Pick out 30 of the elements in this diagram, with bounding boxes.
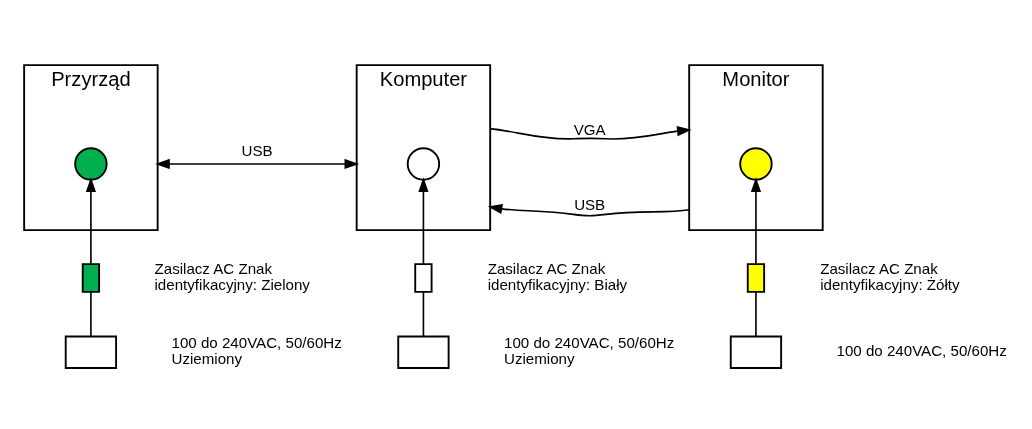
- node-circle: [74, 146, 108, 181]
- connector: [90, 290, 92, 337]
- arrow: [85, 176, 97, 265]
- node-label: 100 do 240VAC, 50/60Hz Uziemiony: [504, 333, 675, 367]
- node-box: [397, 335, 450, 369]
- node-label: Zasilacz AC Znak identyfikacyjny: Zielony: [154, 259, 310, 293]
- arrow: [489, 125, 692, 140]
- node-box: [746, 262, 766, 293]
- arrow: [487, 203, 690, 217]
- arrow: [155, 158, 360, 169]
- node-box: [81, 262, 101, 293]
- node-label: 100 do 240VAC, 50/60Hz: [836, 341, 1007, 359]
- connector: [755, 290, 757, 337]
- cluster: Komputer: [355, 63, 492, 231]
- edge-label: VGA: [573, 120, 606, 138]
- node-circle: [739, 146, 773, 181]
- node-box: [64, 335, 118, 369]
- edge-label: USB: [241, 141, 273, 159]
- arrow: [418, 176, 429, 265]
- node-label: 100 do 240VAC, 50/60Hz Uziemiony: [171, 333, 342, 367]
- cluster: Monitor: [688, 63, 824, 231]
- node-circle: [406, 146, 441, 181]
- node-label: Zasilacz AC Znak identyfikacyjny: Biały: [487, 259, 628, 293]
- arrow: [750, 176, 762, 265]
- connector: [422, 290, 425, 337]
- cluster: Przyrząd: [23, 63, 159, 231]
- edge-label: USB: [574, 195, 606, 213]
- node-box: [729, 335, 783, 369]
- node-label: Zasilacz AC Znak identyfikacyjny: Żółty: [820, 259, 960, 293]
- node-box: [414, 262, 433, 293]
